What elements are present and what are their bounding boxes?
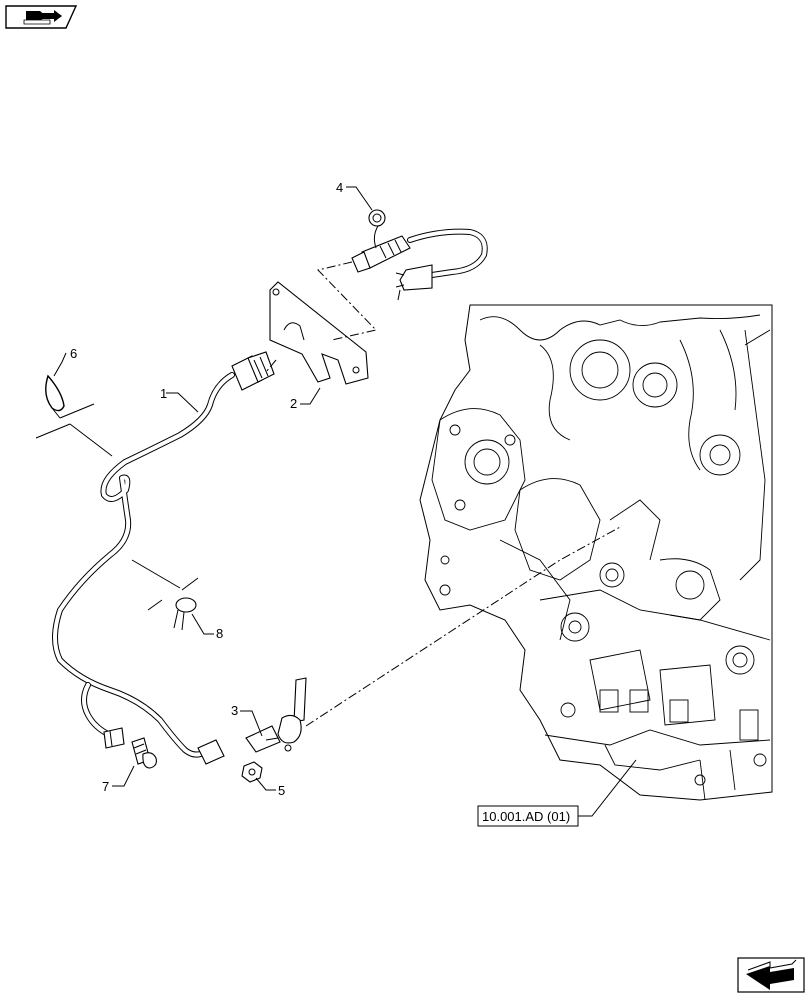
- callout-6: 6: [70, 346, 77, 361]
- cable-tie-part-6: [45, 374, 65, 419]
- clamp-part-8: [173, 597, 197, 631]
- bracket-part-2: [269, 281, 369, 385]
- nut-part-5: [241, 761, 263, 783]
- leader-lines: [53, 186, 637, 817]
- callout-1: 1: [160, 386, 167, 401]
- callout-2: 2: [290, 396, 297, 411]
- callout-3: 3: [231, 703, 238, 718]
- callout-5: 5: [278, 783, 285, 798]
- heater-element-part-3: [245, 677, 307, 753]
- harness-cable-part-1: [52, 351, 275, 765]
- break-marks: [35, 403, 199, 611]
- reference-box[interactable]: 10.001.AD (01): [477, 805, 579, 827]
- bolt-part-7: [131, 737, 157, 769]
- reference-label: 10.001.AD (01): [482, 809, 570, 824]
- callout-8: 8: [216, 626, 223, 641]
- next-page-arrow-icon[interactable]: [737, 957, 805, 993]
- extension-cord-part-4: [351, 209, 488, 301]
- assembly-lines: [265, 261, 623, 727]
- callout-4: 4: [336, 180, 343, 195]
- engine-assembly: [419, 304, 773, 801]
- return-to-index-icon[interactable]: [5, 5, 78, 29]
- callout-7: 7: [102, 779, 109, 794]
